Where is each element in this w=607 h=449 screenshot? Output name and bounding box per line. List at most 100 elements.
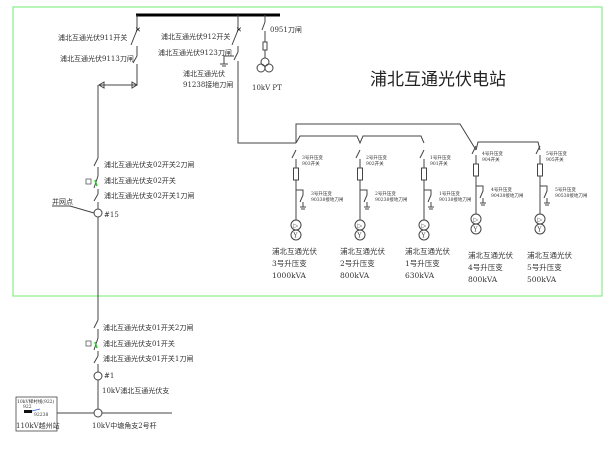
wye-symbol-icon: Y: [357, 233, 363, 240]
delta-symbol-icon: ▷: [538, 217, 543, 224]
transformer-name-2: 3号升压变: [272, 258, 307, 268]
wye-symbol-icon: Y: [473, 227, 479, 234]
wye-winding-icon: [418, 229, 430, 241]
fuse-icon: [357, 167, 363, 181]
breaker-cross-icon: ✕: [236, 26, 242, 34]
wye-symbol-icon: Y: [293, 233, 299, 240]
substation-es-label: 92238: [34, 412, 48, 418]
transformer-name-2: 1号升压变: [405, 258, 440, 268]
delta-symbol-icon: ▷: [474, 217, 479, 224]
sw912-label[interactable]: 浦北互通光伏912开关: [161, 32, 230, 41]
delta-symbol-icon: ▷: [358, 223, 363, 230]
breaker-label-2: 905开关: [546, 156, 564, 163]
earth-switch-label-2: 90538接地刀闸: [555, 192, 588, 199]
breaker-label[interactable]: 4号升压变: [482, 150, 503, 157]
wye-winding-icon: [290, 229, 302, 241]
earth-switch-label[interactable]: 5号升压变: [555, 186, 576, 193]
transformer-capacity: 1000kVA: [272, 271, 307, 280]
pt-label: 10kV PT: [252, 84, 282, 92]
pt-branch: [256, 15, 274, 73]
breaker-label-2: 903开关: [302, 160, 320, 167]
transformer-capacity: 800kVA: [340, 271, 370, 280]
branch-912: ✕: [220, 15, 296, 144]
breaker-label-2: 902开关: [366, 160, 384, 167]
fuse-icon: [473, 163, 479, 177]
transformer-branch: ▷Y2号升压变902开关2号升压变90238接地刀闸浦北互通光伏2号升压变800…: [340, 149, 408, 280]
grid-point-label: 并网点: [52, 197, 73, 206]
fuse-icon: [293, 167, 299, 181]
breaker-label-2: 904开关: [482, 156, 500, 163]
transformer-name: 浦北互通光伏: [272, 246, 317, 256]
pole-15-label: #15: [104, 211, 119, 219]
es91238-label[interactable]: 浦北互通光伏: [183, 69, 225, 78]
transformer-capacity: 800kVA: [468, 275, 498, 284]
main-feeder-line: [93, 85, 99, 409]
pole-1: [93, 371, 103, 381]
sw01-ds1-label[interactable]: 浦北互通光伏支01开关1刀闸: [103, 354, 193, 363]
wye-winding-icon: [534, 223, 546, 235]
breaker-cross-icon: ✕: [135, 26, 141, 34]
line-label: 10kV浦北互通光伏支: [102, 386, 169, 395]
sw02-ds1-label[interactable]: 浦北互通光伏支02开关1刀闸: [104, 191, 194, 200]
substation-name: 110kV越州站: [16, 421, 60, 430]
earth-switch-label-2: 90138接地刀闸: [439, 196, 472, 203]
wye-symbol-icon: Y: [421, 233, 427, 240]
earth-switch-label-2: 90438接地刀闸: [491, 192, 524, 199]
transformer-name: 浦北互通光伏: [405, 246, 450, 256]
sw911-label[interactable]: 浦北互通光伏911开关: [58, 33, 127, 42]
delta-symbol-icon: ▷: [294, 223, 299, 230]
transformer-name-2: 2号升压变: [340, 258, 375, 268]
ds9113-label[interactable]: 浦北互通光伏9113刀闸: [60, 54, 134, 63]
ds9123-label[interactable]: 浦北互通光伏9123刀闸: [158, 48, 232, 57]
substation-line-label: 10kV梯村线(922): [17, 398, 55, 405]
earth-switch-label[interactable]: 1号升压变: [439, 190, 460, 197]
fuse-icon: [537, 163, 543, 177]
transformer-branch: ▷Y5号升压变905开关5号升压变90538接地刀闸浦北互通光伏5号升压变500…: [527, 145, 588, 284]
earth-switch-label-2: 90238接地刀闸: [375, 196, 408, 203]
feeder-bus: [295, 123, 541, 151]
transformer-capacity: 500kVA: [527, 275, 557, 284]
transformer-group: ▷Y3号升压变903开关3号升压变90338接地刀闸浦北互通光伏3号升压变100…: [272, 145, 588, 284]
earth-switch-label-2: 90338接地刀闸: [311, 196, 344, 203]
breaker-label[interactable]: 2号升压变: [366, 154, 387, 161]
pole-1-label: #1: [104, 372, 114, 380]
sw02-ds2-label[interactable]: 浦北互通光伏支02开关2刀闸: [104, 160, 194, 169]
tap-pole-label: 10kV中塘角支2号杆: [92, 421, 157, 430]
sw01-ds2-label[interactable]: 浦北互通光伏支01开关2刀闸: [103, 323, 193, 332]
delta-symbol-icon: ▷: [422, 223, 427, 230]
es91238-label-2: 91238接地刀闸: [183, 80, 233, 89]
earth-switch-label[interactable]: 3号升压变: [311, 190, 332, 197]
ds0951-label[interactable]: 0951刀闸: [270, 26, 302, 34]
breaker-label-2: 901开关: [430, 160, 448, 167]
transformer-name-2: 4号升压变: [468, 262, 503, 272]
transformer-name: 浦北互通光伏: [340, 246, 385, 256]
branch-911: ✕: [98, 15, 141, 89]
breaker-label[interactable]: 3号升压变: [302, 154, 323, 161]
earth-switch-label[interactable]: 4号升压变: [491, 186, 512, 193]
fuse-icon: [421, 167, 427, 181]
wye-winding-icon: [354, 229, 366, 241]
transformer-capacity: 630kVA: [405, 271, 435, 280]
sw02-indicator[interactable]: [85, 178, 92, 185]
transformer-name: 浦北互通光伏: [468, 250, 513, 260]
tap-pole: [93, 408, 103, 418]
transformer-branch: ▷Y4号升压变904开关4号升压变90438接地刀闸浦北互通光伏4号升压变800…: [468, 145, 524, 284]
substation-box[interactable]: 10kV梯村线(922) 922 92238 110kV越州站: [15, 396, 60, 432]
transformer-name: 浦北互通光伏: [527, 250, 572, 260]
pole-15: [93, 208, 103, 218]
earth-switch-label[interactable]: 2号升压变: [375, 190, 396, 197]
transformer-branch: ▷Y3号升压变903开关3号升压变90338接地刀闸浦北互通光伏3号升压变100…: [272, 149, 344, 280]
substation-breaker: [24, 410, 32, 413]
wye-winding-icon: [470, 223, 482, 235]
sw01-label[interactable]: 浦北互通光伏支01开关: [103, 339, 175, 348]
substation-sw-label: 922: [23, 404, 32, 410]
wye-symbol-icon: Y: [537, 227, 543, 234]
transformer-name-2: 5号升压变: [527, 262, 562, 272]
sw01-indicator[interactable]: [85, 340, 92, 347]
breaker-label[interactable]: 1号升压变: [430, 154, 451, 161]
station-frame: [12, 6, 603, 297]
breaker-label[interactable]: 5号升压变: [546, 150, 567, 157]
sw02-label[interactable]: 浦北互通光伏支02开关: [104, 176, 176, 185]
transformer-branch: ▷Y1号升压变901开关1号升压变90138接地刀闸浦北互通光伏1号升压变630…: [405, 149, 472, 280]
